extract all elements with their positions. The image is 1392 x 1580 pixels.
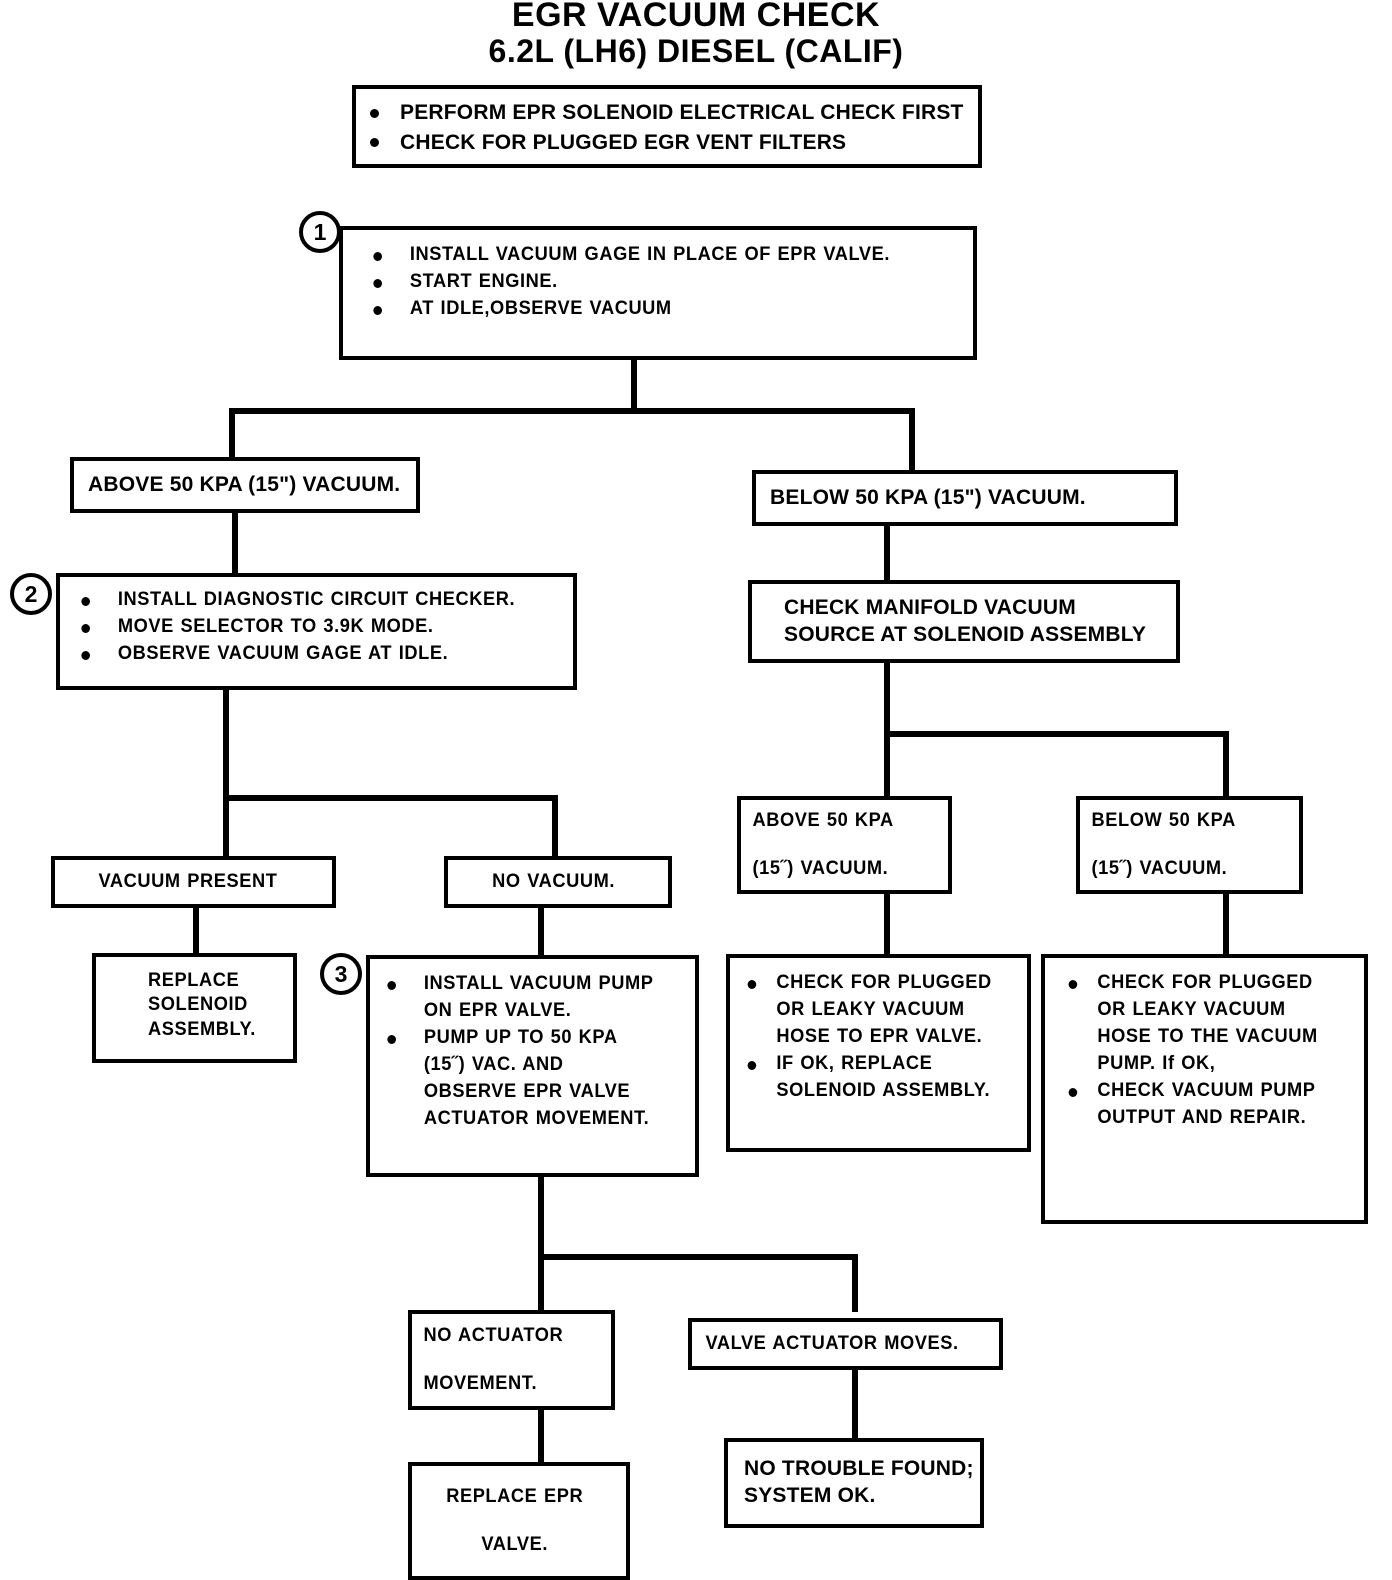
prerequisites-box[interactable]: PERFORM EPR SOLENOID ELECTRICAL CHECK FI… xyxy=(352,85,982,168)
connector-to-vacuum-present xyxy=(223,795,229,858)
connector-to-no-actuator xyxy=(538,1254,544,1312)
above-50-kpa-left-label: ABOVE 50 KPA (15") VACUUM. xyxy=(88,472,401,496)
connector-to-valve-moves xyxy=(852,1254,858,1312)
step-marker-1: 1 xyxy=(299,211,341,253)
step-2-box[interactable]: INSTALL DIAGNOSTIC CIRCUIT CHECKER. MOVE… xyxy=(56,573,577,690)
no-vacuum-box[interactable]: NO VACUUM. xyxy=(444,856,672,908)
connector-step1-down xyxy=(631,358,637,412)
step1-bullet-1: INSTALL VACUUM GAGE IN PLACE OF EPR VALV… xyxy=(358,242,948,269)
step2-bullet-1: INSTALL DIAGNOSTIC CIRCUIT CHECKER. xyxy=(66,587,553,614)
replace-solenoid-label: REPLACE SOLENOID ASSEMBLY. xyxy=(148,970,256,1040)
check-hose-epr-box[interactable]: CHECK FOR PLUGGED OR LEAKY VACUUM HOSE T… xyxy=(726,954,1031,1152)
connector-to-below50-mid xyxy=(1223,731,1229,806)
no-vacuum-label: NO VACUUM. xyxy=(492,870,616,892)
step-1-box[interactable]: INSTALL VACUUM GAGE IN PLACE OF EPR VALV… xyxy=(339,226,977,360)
step3-bullet-2: PUMP UP TO 50 KPA (15˝) VAC. AND OBSERVE… xyxy=(372,1025,682,1133)
connector-to-below50-right xyxy=(909,408,915,472)
connector-valve-moves-down xyxy=(852,1370,858,1440)
step2-bullet-2: MOVE SELECTOR TO 3.9K MODE. xyxy=(66,614,553,641)
connector-step3-split-bar xyxy=(538,1254,858,1260)
valve-actuator-moves-box[interactable]: VALVE ACTUATOR MOVES. xyxy=(688,1318,1003,1370)
step-3-box[interactable]: INSTALL VACUUM PUMP ON EPR VALVE. PUMP U… xyxy=(366,955,699,1177)
step2-bullet-3: OBSERVE VACUUM GAGE AT IDLE. xyxy=(66,641,553,668)
no-actuator-movement-label: NO ACTUATOR MOVEMENT. xyxy=(423,1324,564,1395)
prereq-bullet-1: PERFORM EPR SOLENOID ELECTRICAL CHECK FI… xyxy=(360,98,978,128)
no-trouble-found-label: NO TROUBLE FOUND; SYSTEM OK. xyxy=(744,1457,974,1507)
step-marker-3: 3 xyxy=(320,953,362,995)
step1-bullet-2: START ENGINE. xyxy=(358,269,948,296)
connector-step2-split-bar xyxy=(223,795,558,801)
check-hose-pump-bullet-1: CHECK FOR PLUGGED OR LEAKY VACUUM HOSE T… xyxy=(1059,970,1352,1078)
below-50-kpa-right-box[interactable]: BELOW 50 KPA (15") VACUUM. xyxy=(752,470,1178,526)
below-50-kpa-right-label: BELOW 50 KPA (15") VACUUM. xyxy=(770,485,1086,509)
check-manifold-label: CHECK MANIFOLD VACUUM SOURCE AT SOLENOID… xyxy=(784,595,1147,646)
connector-no-actuator-down xyxy=(538,1408,544,1464)
connector-above50mid-down xyxy=(884,894,890,956)
check-manifold-box[interactable]: CHECK MANIFOLD VACUUM SOURCE AT SOLENOID… xyxy=(748,580,1180,663)
prereq-bullet-2: CHECK FOR PLUGGED EGR VENT FILTERS xyxy=(360,128,978,158)
check-hose-epr-bullet-1: CHECK FOR PLUGGED OR LEAKY VACUUM HOSE T… xyxy=(738,970,1015,1051)
step1-bullet-3: AT IDLE,OBSERVE VACUUM xyxy=(358,296,948,323)
check-hose-epr-bullet-2: IF OK, REPLACE SOLENOID ASSEMBLY. xyxy=(738,1051,1015,1105)
connector-no-vacuum-down xyxy=(538,906,544,958)
above-50-kpa-mid-box[interactable]: ABOVE 50 KPA (15˝) VACUUM. xyxy=(737,796,952,894)
step-marker-2: 2 xyxy=(10,573,52,615)
connector-step3-down xyxy=(538,1175,544,1260)
page-subtitle: 6.2L (LH6) DIESEL (CALIF) xyxy=(488,33,904,69)
above-50-kpa-left-box[interactable]: ABOVE 50 KPA (15") VACUUM. xyxy=(70,457,420,513)
connector-below50-to-manifold xyxy=(884,524,890,582)
above-50-kpa-mid-label: ABOVE 50 KPA (15˝) VACUUM. xyxy=(752,809,894,880)
no-actuator-movement-box[interactable]: NO ACTUATOR MOVEMENT. xyxy=(408,1310,615,1410)
below-50-kpa-mid-label: BELOW 50 KPA (15˝) VACUUM. xyxy=(1091,809,1236,880)
connector-to-no-vacuum xyxy=(552,795,558,858)
page-title: EGR VACUUM CHECK xyxy=(511,0,881,34)
connector-step2-down xyxy=(223,688,229,800)
no-trouble-found-box[interactable]: NO TROUBLE FOUND; SYSTEM OK. xyxy=(724,1438,984,1528)
connector-manifold-split-bar xyxy=(884,731,1229,737)
step3-bullet-1: INSTALL VACUUM PUMP ON EPR VALVE. xyxy=(372,971,682,1025)
replace-epr-valve-label: REPLACE EPR VALVE. xyxy=(446,1485,584,1556)
connector-main-split-bar xyxy=(229,408,915,414)
below-50-kpa-mid-box[interactable]: BELOW 50 KPA (15˝) VACUUM. xyxy=(1076,796,1303,894)
check-hose-pump-box[interactable]: CHECK FOR PLUGGED OR LEAKY VACUUM HOSE T… xyxy=(1041,954,1368,1224)
vacuum-present-box[interactable]: VACUUM PRESENT xyxy=(51,856,336,908)
replace-solenoid-box[interactable]: REPLACE SOLENOID ASSEMBLY. xyxy=(92,953,297,1063)
connector-above50-to-step2 xyxy=(232,511,238,575)
connector-to-above50-left xyxy=(229,408,235,457)
replace-epr-valve-box[interactable]: REPLACE EPR VALVE. xyxy=(408,1462,630,1580)
connector-vacuum-present-down xyxy=(193,906,199,957)
valve-actuator-moves-label: VALVE ACTUATOR MOVES. xyxy=(705,1332,959,1354)
connector-below50mid-down xyxy=(1223,894,1229,956)
check-hose-pump-bullet-2: CHECK VACUUM PUMP OUTPUT AND REPAIR. xyxy=(1059,1078,1352,1132)
vacuum-present-label: VACUUM PRESENT xyxy=(98,870,278,892)
